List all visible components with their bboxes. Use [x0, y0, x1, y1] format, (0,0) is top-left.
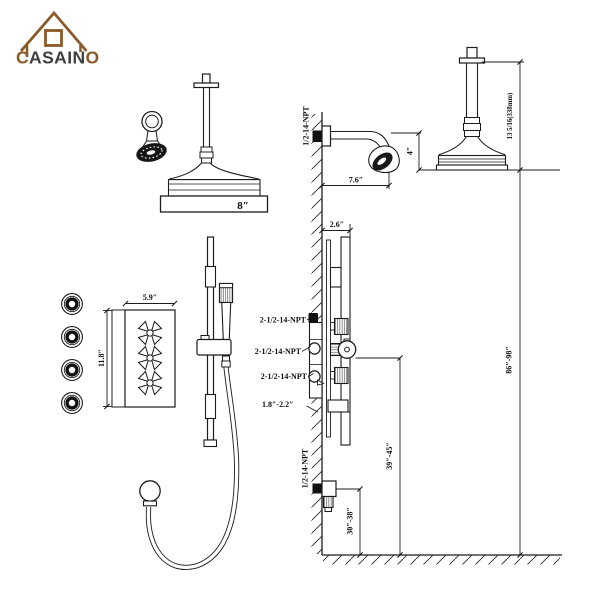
spray-jet-3: [137, 370, 163, 396]
arm-drop-label: 4″: [406, 147, 415, 155]
bar-offset-label: 2.6″: [330, 220, 344, 229]
spray-jet-2: [137, 345, 163, 371]
rain-head-width-label: 8″: [237, 200, 249, 212]
head-height-dim: 86″-98″: [505, 170, 523, 558]
outlet-height-label: 30″-38″: [346, 507, 355, 535]
body-jet-panel: 5.9″ 11.8″: [97, 293, 178, 410]
valve-port-top: [308, 313, 318, 323]
arm-npt-nipple: [312, 130, 322, 142]
wall-outlet-front-view: [139, 480, 161, 507]
outlet-height-dim: 30″-38″: [336, 486, 363, 558]
valve-thread-label-1: 2-1/2-14-NPT: [260, 316, 307, 325]
brand-wordmark: CASAINO: [16, 48, 100, 68]
valve-port-mid: [308, 342, 321, 355]
body-jets: [61, 293, 83, 414]
casaino-logo: CASAINO: [16, 10, 100, 68]
outlet-npt-nipple: [312, 483, 322, 494]
spray-jet-1: [137, 320, 163, 346]
slider-bracket: [196, 335, 232, 356]
panel-height-dim: 11.8″: [97, 307, 112, 410]
shower-arm-side-view: 1/2-14-NPT: [302, 106, 400, 174]
valve-handle-bottom: [330, 366, 349, 385]
wall-shower-front-view: [136, 110, 167, 162]
body-jet-2: [61, 326, 83, 348]
valve-handle-top: [330, 317, 349, 336]
body-jet-1: [61, 293, 83, 315]
side-view-floor: [322, 554, 562, 565]
body-jet-3: [61, 359, 83, 381]
arm-reach-dim: 7.6″: [319, 172, 392, 189]
valve-depth-label: 1.8″-2.2″: [262, 400, 294, 409]
ceiling-shower-front-view: 8″: [159, 73, 269, 213]
outlet-side-view: 1/2-14-NPT: [301, 448, 337, 512]
head-drop-label: 13 5/16(338mm): [507, 93, 514, 140]
arm-drop-dim: 4″: [391, 130, 422, 173]
valve-height-dim: 39″-45″: [355, 355, 403, 558]
panel-height-label: 11.8″: [97, 349, 106, 367]
hand-shower-front-view: [139, 236, 240, 570]
head-height-label: 86″-98″: [505, 346, 514, 374]
valve-thread-label-2: 2-1/2-14-NPT: [255, 347, 302, 356]
panel-width-dim: 5.9″: [122, 293, 178, 307]
panel-width-label: 5.9″: [143, 293, 157, 302]
outlet-thread-label: 1/2-14-NPT: [301, 448, 310, 488]
valve-handle-mid: [329, 338, 357, 359]
body-jet-4: [61, 392, 83, 414]
ceiling-shower-side-view: [435, 46, 509, 171]
arm-reach-label: 7.6″: [349, 176, 363, 185]
house-icon: [19, 10, 88, 57]
arm-thread-label: 1/2-14-NPT: [302, 106, 311, 146]
valve-thread-label-3: 2-1/2-14-NPT: [261, 372, 308, 381]
valve-height-label: 39″-45″: [385, 442, 394, 470]
valve-side-view: 2-1/2-14-NPT 2-1/2-14-NPT 2-1/2-14-NPT 1…: [255, 313, 357, 413]
bar-offset-dim: 2.6″: [319, 220, 353, 237]
head-drop-dim: 13 5/16(338mm): [482, 59, 524, 173]
